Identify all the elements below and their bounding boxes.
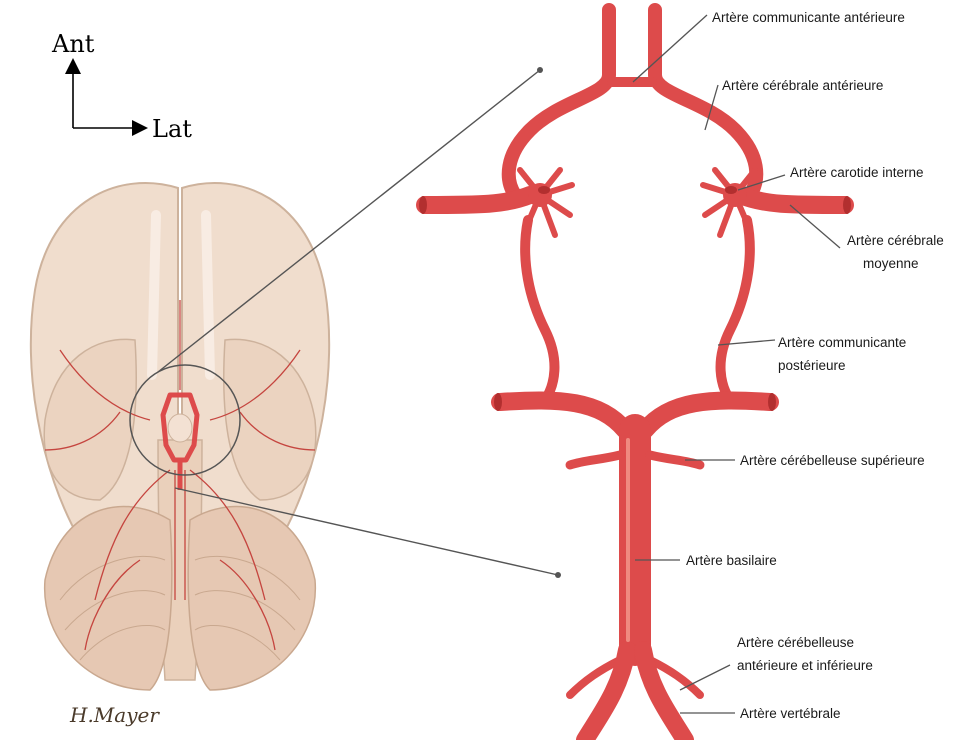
label-anterior-cerebral: Artère cérébrale antérieure xyxy=(722,78,883,93)
mca-stump-left xyxy=(419,196,427,214)
posterior-cerebral-artery-left xyxy=(500,400,625,430)
middle-cerebral-artery-left xyxy=(425,195,530,205)
lateral-label: Lat xyxy=(152,115,192,143)
carotid-stump-left xyxy=(528,183,552,207)
label-aica-line1: Artère cérébelleuse xyxy=(737,635,854,650)
label-basilar: Artère basilaire xyxy=(686,553,777,568)
carotid-lumen-left xyxy=(538,186,550,194)
label-anterior-communicating: Artère communicante antérieure xyxy=(712,10,905,25)
label-aica-line2: antérieure et inférieure xyxy=(737,658,873,673)
posterior-communicating-artery-left xyxy=(525,220,554,400)
label-posterior-communicating-line1: Artère communicante xyxy=(778,335,906,350)
magnify-dot-top xyxy=(537,67,543,73)
left-olfactory-tract xyxy=(152,215,156,375)
pca-stump-left xyxy=(494,393,502,411)
label-internal-carotid: Artère carotide interne xyxy=(790,165,924,180)
pca-stump-right xyxy=(768,393,776,411)
brain-illustration xyxy=(31,183,329,690)
anterior-cerebral-artery-right xyxy=(655,10,756,195)
label-vertebral: Artère vertébrale xyxy=(740,706,841,721)
label-middle-cerebral-line1: Artère cérébrale xyxy=(847,233,944,248)
arterial-circle-enlarged xyxy=(419,10,851,740)
anterior-label: Ant xyxy=(51,30,95,58)
right-olfactory-tract xyxy=(206,215,210,375)
magnify-dot-bottom xyxy=(555,572,561,578)
label-posterior-communicating-line2: postérieure xyxy=(778,358,846,373)
carotid-lumen-right xyxy=(725,186,737,194)
pituitary-stalk xyxy=(168,414,192,442)
posterior-communicating-artery-right xyxy=(721,220,750,400)
mca-stump-right xyxy=(843,196,851,214)
label-middle-cerebral-line2: moyenne xyxy=(863,256,919,271)
artist-signature: H.Mayer xyxy=(69,703,160,727)
carotid-stump-right xyxy=(723,183,747,207)
orientation-indicator: Ant Lat xyxy=(51,30,192,143)
label-superior-cerebellar: Artère cérébelleuse supérieure xyxy=(740,453,925,468)
superior-cerebellar-artery-left xyxy=(570,455,620,465)
posterior-cerebral-artery-right xyxy=(645,400,770,430)
middle-cerebral-artery-right xyxy=(740,195,845,205)
